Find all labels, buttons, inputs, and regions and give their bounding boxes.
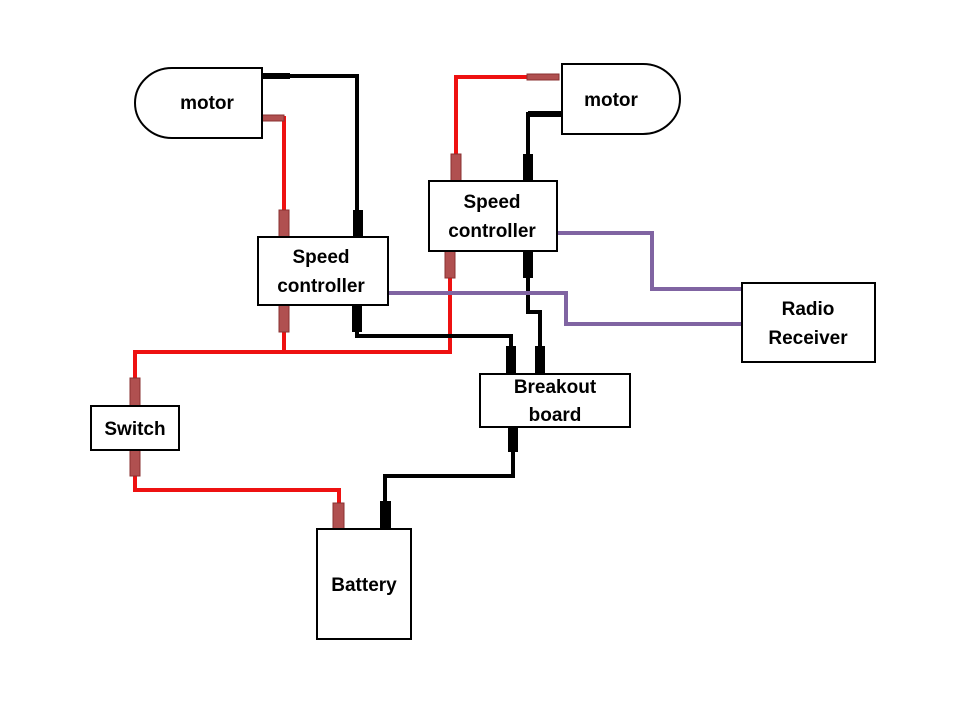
speed-controller-left-line2: controller	[277, 276, 365, 297]
motor-right: motor	[561, 63, 681, 135]
switch: Switch	[90, 405, 180, 451]
speed-controller-left-line1: Speed	[292, 247, 349, 268]
connector-right-esc-black-in	[523, 154, 533, 181]
connector-right-esc-red-out	[444, 250, 456, 279]
signal-wires	[387, 231, 745, 326]
radio-receiver-line1: Radio	[782, 299, 835, 320]
purple-wire-right-esc-to-receiver	[556, 231, 745, 291]
motor-right-label: motor	[584, 90, 638, 111]
speed-controller-right-line1: Speed	[463, 192, 520, 213]
black-wire-left-motor-to-esc	[262, 74, 359, 212]
switch-label: Switch	[104, 419, 165, 440]
connector-right-motor-black	[528, 111, 561, 117]
red-wire-right-motor-to-esc	[454, 75, 528, 180]
speed-controller-right: Speed controller	[428, 180, 558, 252]
red-wire-right-esc-bus	[284, 250, 452, 354]
connector-breakout-left	[506, 346, 516, 374]
radio-receiver-line2: Receiver	[768, 328, 848, 349]
motor-left: motor	[134, 67, 263, 139]
connector-right-motor-red	[526, 73, 560, 81]
connector-right-esc-red-in	[450, 153, 462, 182]
connector-battery-black	[380, 501, 391, 529]
connector-left-esc-red-out	[278, 304, 290, 333]
connector-switch-top	[129, 377, 141, 407]
battery-label: Battery	[331, 575, 397, 596]
connector-left-esc-black-in	[353, 210, 363, 237]
breakout-board-line1: Breakout	[514, 377, 597, 398]
speed-controller-left: Speed controller	[257, 236, 389, 306]
connector-right-esc-black-out	[523, 251, 533, 278]
connector-switch-bottom	[129, 449, 141, 477]
connector-left-esc-red-in	[278, 209, 290, 238]
connector-breakout-right	[535, 346, 545, 374]
red-wire-switch-to-battery	[133, 450, 341, 528]
connectors	[129, 73, 561, 532]
radio-receiver: Radio Receiver	[741, 282, 876, 363]
black-wire-breakout-to-battery	[383, 445, 515, 505]
connector-breakout-bottom	[508, 426, 518, 452]
black-wire-right-esc-to-breakout	[526, 255, 542, 350]
purple-wire-left-esc-to-receiver	[387, 291, 745, 326]
connector-battery-red	[332, 502, 345, 532]
breakout-board: Breakout board	[479, 373, 631, 428]
black-wire-left-esc-to-breakout	[355, 305, 513, 350]
black-wire-right-motor-to-esc	[526, 112, 560, 155]
battery: Battery	[316, 528, 412, 640]
speed-controller-right-line2: controller	[448, 221, 536, 242]
breakout-board-line2: board	[529, 405, 582, 426]
connector-left-motor-black	[258, 73, 290, 79]
connector-left-esc-black-out	[352, 305, 362, 332]
red-wire-left-esc-bus	[133, 305, 286, 380]
motor-left-label: motor	[180, 93, 234, 114]
